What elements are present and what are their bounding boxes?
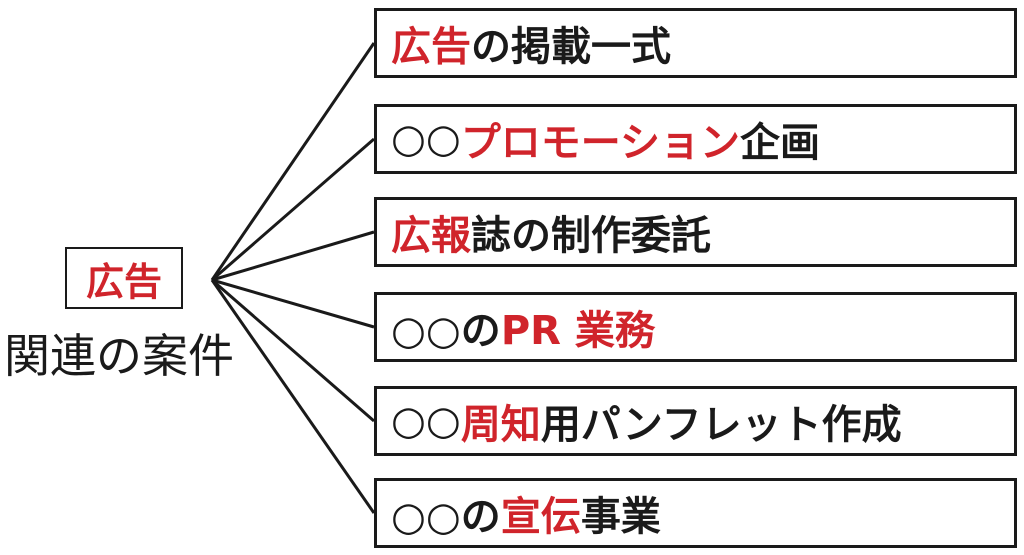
item-1-segment-2: 企画 [740,120,821,166]
item-2-segment-1: 誌の制作委託 [471,213,711,259]
item-0-segment-0: 広告 [391,24,471,70]
connector-line-4 [211,278,375,423]
item-4-segment-1: 周知 [460,402,541,448]
item-4-segment-0: ○○ [391,398,461,444]
item-box-4: ○○周知用パンフレット作成 [374,386,1017,456]
item-box-3: ○○の PR 業務 [374,292,1017,362]
item-1-segment-1: プロモーション [460,120,741,166]
hub-box: 広告 [65,247,183,309]
connector-line-5 [210,279,376,514]
item-5-segment-2: 事業 [580,494,661,540]
item-5-segment-0: ○○の [391,494,501,540]
item-4-segment-2: 用パンフレット作成 [540,402,902,448]
hub-caption: 関連の案件 [4,329,234,383]
connector-line-1 [211,137,375,282]
item-3-segment-0: ○○の [391,308,501,354]
item-2-segment-0: 広報 [391,213,471,259]
item-box-2: 広報誌の制作委託 [374,197,1017,267]
item-0-segment-1: の掲載一式 [471,24,671,70]
connector-line-3 [211,278,375,329]
item-5-segment-1: 宣伝 [500,494,581,540]
item-box-5: ○○の宣伝事業 [374,478,1017,548]
item-1-segment-0: ○○ [391,116,461,162]
item-3-segment-1: PR 業務 [500,308,655,354]
connector-line-2 [211,230,375,282]
connector-line-0 [210,42,376,281]
item-box-1: ○○プロモーション企画 [374,104,1017,174]
item-box-0: 広告の掲載一式 [374,8,1017,78]
hub-label: 広告 [85,259,162,304]
